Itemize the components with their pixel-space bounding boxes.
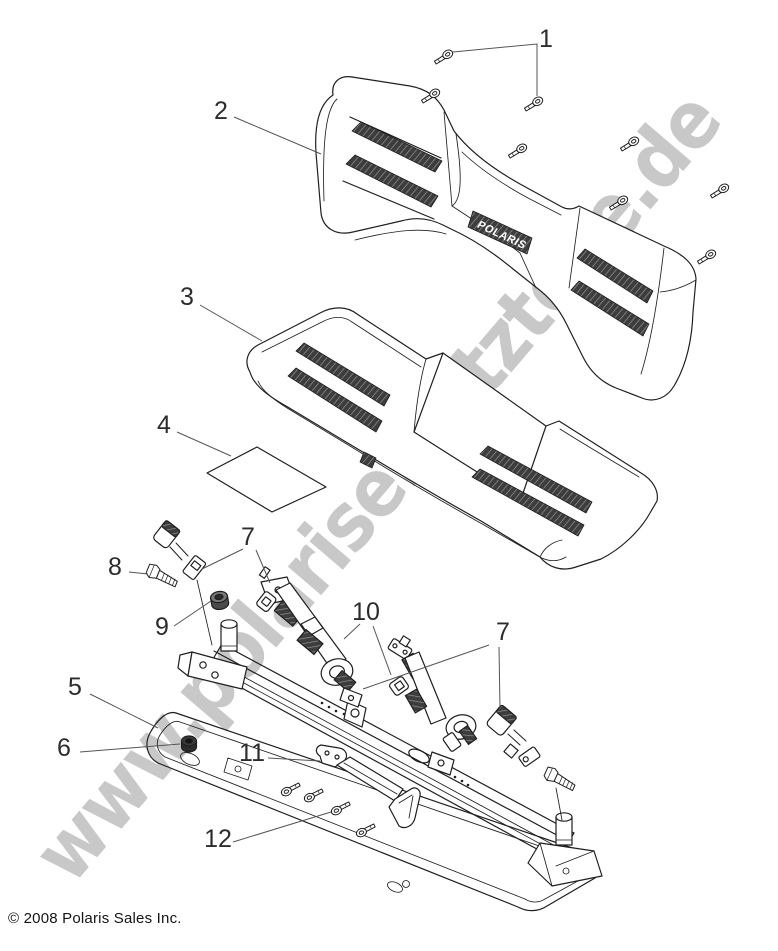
callout-8: 8 <box>108 553 122 581</box>
screw-icon <box>523 94 545 112</box>
callout-11: 11 <box>239 739 265 767</box>
seat-belt-assembly-left <box>256 566 363 708</box>
belt-retractor <box>320 658 354 686</box>
callout-leader-lines <box>79 43 538 843</box>
flanged-nut <box>209 590 230 611</box>
callout-7a: 7 <box>241 523 255 551</box>
frame-rivet-marks <box>320 701 470 787</box>
screw-icon <box>301 786 325 806</box>
screw-icon <box>328 799 352 819</box>
frame-post-right <box>555 812 573 846</box>
seat-frame-rail <box>177 619 603 887</box>
callout-7b: 7 <box>496 618 510 646</box>
screw-icon <box>278 780 302 800</box>
panel-nut <box>180 735 198 753</box>
frame-post-left <box>220 619 238 652</box>
screw-icon <box>433 47 455 65</box>
callout-4: 4 <box>157 411 171 439</box>
callout-1: 1 <box>539 25 553 53</box>
decal-part <box>206 446 327 513</box>
callout-10: 10 <box>352 598 380 626</box>
callout-9: 9 <box>155 613 169 641</box>
screw-icon <box>353 821 377 841</box>
callout-labels: 1 2 3 4 5 6 7 8 9 10 7 11 12 <box>57 25 553 853</box>
callout-3: 3 <box>180 283 194 311</box>
callout-5: 5 <box>68 673 82 701</box>
callout-12: 12 <box>204 825 232 853</box>
callout-6: 6 <box>57 734 71 762</box>
hex-bolt <box>144 562 181 589</box>
seat-bottom-cushion <box>246 307 658 570</box>
screw-icon <box>507 141 529 159</box>
copyright-text: © 2008 Polaris Sales Inc. <box>8 910 182 927</box>
screw-icon <box>696 247 718 265</box>
belt-buckle-upper <box>153 520 213 646</box>
seat-back-cushion: POLARIS <box>315 76 697 401</box>
callout-2: 2 <box>214 97 228 125</box>
hex-bolt <box>542 765 579 793</box>
seat-belt-assembly-right <box>387 635 478 752</box>
handle-bracket <box>315 744 421 829</box>
frame-bracket-left <box>177 651 248 690</box>
screw-icon <box>709 181 731 199</box>
belt-buckle-center <box>486 704 563 821</box>
frame-gusset-right <box>527 842 603 887</box>
